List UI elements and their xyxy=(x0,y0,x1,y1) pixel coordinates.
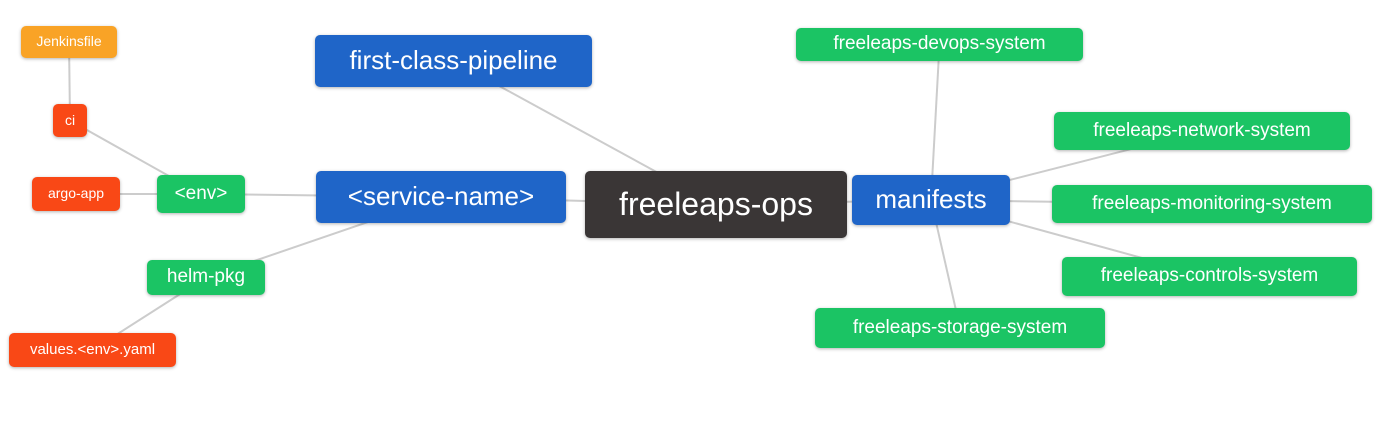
node-label: <env> xyxy=(174,182,228,204)
node-argo-app[interactable]: argo-app xyxy=(32,177,120,211)
node-jenkinsfile[interactable]: Jenkinsfile xyxy=(21,26,117,58)
node-label: freeleaps-ops xyxy=(619,185,813,222)
node-label: freeleaps-storage-system xyxy=(852,316,1068,338)
node-label: manifests xyxy=(875,184,987,214)
node-label: Jenkinsfile xyxy=(36,33,102,49)
node-label: <service-name> xyxy=(347,181,535,211)
node-label: freeleaps-monitoring-system xyxy=(1092,192,1332,214)
node-manifests[interactable]: manifests xyxy=(852,175,1010,225)
node-freeleaps-controls-system[interactable]: freeleaps-controls-system xyxy=(1062,257,1357,296)
node-freeleaps-ops[interactable]: freeleaps-ops xyxy=(585,171,847,238)
node-label: freeleaps-network-system xyxy=(1093,119,1311,141)
node-label: first-class-pipeline xyxy=(349,45,558,75)
node-service-name[interactable]: <service-name> xyxy=(316,171,566,223)
node-freeleaps-storage-system[interactable]: freeleaps-storage-system xyxy=(815,308,1105,348)
node-label: helm-pkg xyxy=(166,266,246,287)
node-label: freeleaps-controls-system xyxy=(1100,265,1319,286)
node-label: values.<env>.yaml xyxy=(29,340,156,358)
node-label: argo-app xyxy=(47,185,105,201)
node-label: ci xyxy=(64,111,76,128)
edge-manifests-freeleaps-devops-system xyxy=(930,44,941,201)
node-freeleaps-monitoring-system[interactable]: freeleaps-monitoring-system xyxy=(1052,185,1372,223)
node-freeleaps-network-system[interactable]: freeleaps-network-system xyxy=(1054,112,1350,150)
node-label: freeleaps-devops-system xyxy=(833,33,1046,54)
node-freeleaps-devops-system[interactable]: freeleaps-devops-system xyxy=(796,28,1083,61)
node-env[interactable]: <env> xyxy=(157,175,245,213)
node-helm-pkg[interactable]: helm-pkg xyxy=(147,260,265,295)
node-first-class-pipeline[interactable]: first-class-pipeline xyxy=(315,35,592,87)
node-values-env-yaml[interactable]: values.<env>.yaml xyxy=(9,333,176,367)
node-ci[interactable]: ci xyxy=(53,104,87,137)
